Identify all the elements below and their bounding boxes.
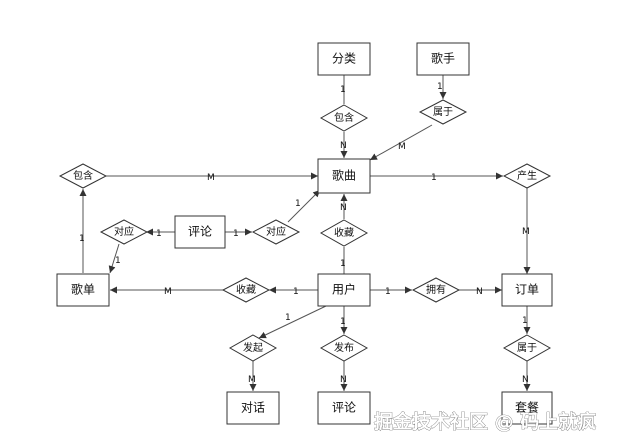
entity-singer: 歌手: [416, 42, 470, 76]
relationship-label: 对应: [266, 225, 286, 238]
entity-label: 订单: [515, 283, 539, 297]
cardinality-label: N: [340, 375, 347, 385]
relationship-collect-song: 收藏: [319, 219, 369, 247]
relationship-label: 发起: [243, 341, 263, 354]
entity-label: 对话: [241, 401, 265, 415]
cardinality-label: M: [522, 227, 530, 237]
entity-dialog: 对话: [226, 391, 280, 425]
entity-comment-top: 评论: [174, 215, 226, 249]
entity-user: 用户: [317, 273, 371, 307]
cardinality-label: N: [340, 203, 347, 213]
entity-label: 评论: [188, 225, 212, 239]
entity-label: 歌曲: [332, 168, 356, 183]
relationship-label: 对应: [114, 225, 134, 238]
cardinality-label: M: [248, 375, 256, 385]
entity-label: 套餐: [515, 400, 539, 415]
cardinality-label: M: [164, 287, 172, 297]
cardinality-label: M: [207, 173, 215, 183]
relationship-belongs-package: 属于: [502, 334, 552, 362]
relationship-include-category: 包含: [319, 104, 369, 132]
relationship-label: 属于: [433, 106, 453, 118]
cardinality-label: N: [340, 141, 347, 151]
link-correspond-playlist: [108, 243, 120, 274]
cardinality-label: 1: [522, 316, 528, 326]
cardinality-label: 1: [293, 287, 299, 297]
cardinality-label: 1: [285, 313, 291, 323]
relationship-collect-playlist: 收藏: [221, 277, 271, 303]
relationship-own: 拥有: [411, 277, 461, 303]
entity-category: 分类: [317, 42, 371, 76]
entity-label: 评论: [332, 401, 356, 415]
entity-label: 分类: [332, 52, 356, 66]
relationship-label: 拥有: [426, 283, 446, 296]
relationship-label: 包含: [73, 169, 93, 182]
relationship-belongs-singer: 属于: [418, 99, 468, 125]
entity-label: 用户: [332, 282, 356, 297]
cardinality-label: 1: [340, 317, 346, 327]
link-correspond-song: [287, 189, 321, 223]
entity-label: 歌手: [431, 51, 455, 66]
entity-order: 订单: [501, 273, 553, 307]
cardinality-label: 1: [340, 259, 346, 269]
entity-comment-bottom: 评论: [317, 391, 371, 425]
cardinality-label: 1: [340, 85, 346, 95]
entity-package: 套餐: [501, 391, 553, 425]
cardinalities: 1 N 1 M 1 M 1 M 1 1 1 1 1 N 1 M 1 N 1 M …: [79, 82, 530, 385]
relationship-label: 发布: [334, 341, 354, 354]
relationship-label: 包含: [334, 111, 354, 124]
cardinality-label: N: [476, 287, 483, 297]
relationship-correspond-left: 对应: [99, 219, 149, 245]
cardinality-label: 1: [233, 229, 239, 239]
entity-song: 歌曲: [317, 158, 371, 194]
cardinality-label: M: [398, 142, 406, 152]
relationship-include-playlist: 包含: [58, 163, 108, 189]
cardinality-label: N: [522, 375, 529, 385]
relationship-label: 属于: [517, 342, 537, 354]
cardinality-label: 1: [115, 256, 121, 266]
relationship-label: 产生: [517, 169, 537, 182]
entity-playlist: 歌单: [56, 273, 110, 307]
watermark: 掘金技术社区 @ 码上就疯: [374, 410, 596, 433]
relationship-initiate: 发起: [228, 334, 278, 362]
entity-label: 歌单: [71, 282, 95, 297]
relationship-produce: 产生: [502, 163, 552, 189]
cardinality-label: 1: [431, 173, 437, 183]
cardinality-label: 1: [79, 234, 85, 244]
relationship-correspond-right: 对应: [251, 219, 301, 245]
relationship-label: 收藏: [334, 226, 354, 239]
cardinality-label: 1: [385, 287, 391, 297]
link-belongs-song: [369, 124, 433, 161]
cardinality-label: 1: [156, 229, 162, 239]
cardinality-label: 1: [295, 199, 301, 209]
relationship-publish: 发布: [319, 334, 369, 362]
relationship-label: 收藏: [236, 283, 256, 296]
connectors: [79, 75, 531, 391]
link-user-initiate: [258, 305, 327, 339]
cardinality-label: 1: [437, 82, 443, 92]
